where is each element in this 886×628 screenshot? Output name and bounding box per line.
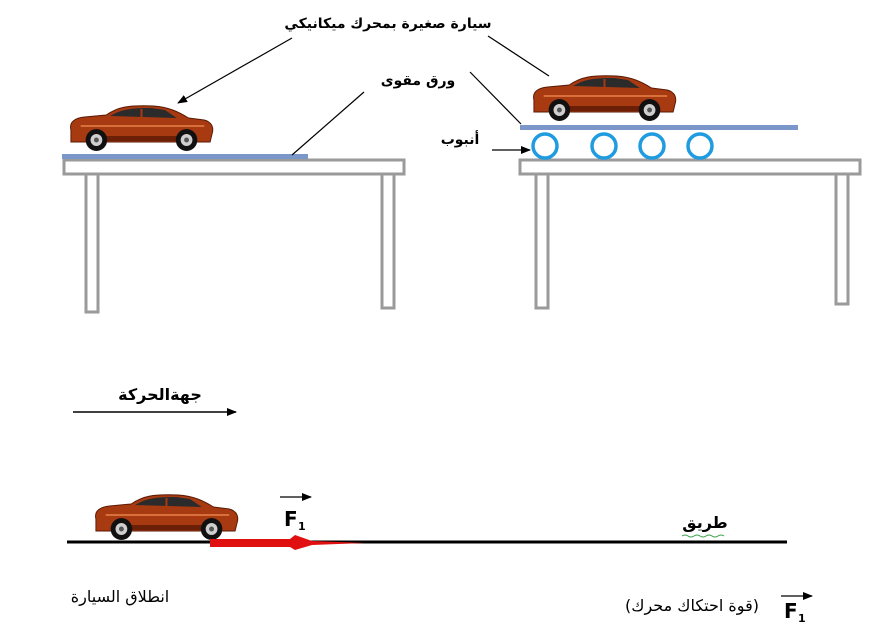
force-label-road: F 1 — [280, 493, 312, 533]
road-car — [94, 493, 239, 541]
left-table — [62, 158, 406, 314]
tube-label: أنبوب — [441, 130, 480, 148]
right-car — [532, 74, 677, 122]
road-label: طريق — [682, 513, 727, 532]
direction-label: جهةالحركة — [118, 385, 202, 404]
right-table — [518, 158, 862, 310]
left-cardboard — [62, 154, 308, 159]
road-label-underline — [681, 534, 725, 538]
cardboard-pointer-left — [291, 91, 365, 156]
right-cardboard — [520, 125, 798, 130]
right-setup — [518, 74, 862, 310]
cardboard-label: ورق مقوى — [381, 73, 456, 89]
svg-text:F: F — [284, 507, 298, 531]
svg-text:(قوة احتكاك محرك): (قوة احتكاك محرك) — [625, 596, 759, 616]
left-car — [69, 104, 214, 152]
tubes — [531, 132, 714, 160]
toy-car-pointer-left — [177, 37, 293, 104]
toy-car-pointer-right — [487, 35, 550, 77]
svg-text:1: 1 — [798, 612, 806, 625]
toy-car-label: سيارة صغيرة بمحرك ميكانيكي — [284, 16, 491, 32]
cardboard-pointer-right — [469, 71, 522, 125]
left-setup — [62, 104, 406, 314]
svg-text:F: F — [784, 599, 798, 623]
force-legend: (قوة احتكاك محرك) F 1 — [625, 592, 813, 625]
friction-force-arrow — [210, 535, 365, 550]
car-start-label: انطلاق السيارة — [71, 587, 169, 607]
svg-text:1: 1 — [298, 520, 306, 533]
